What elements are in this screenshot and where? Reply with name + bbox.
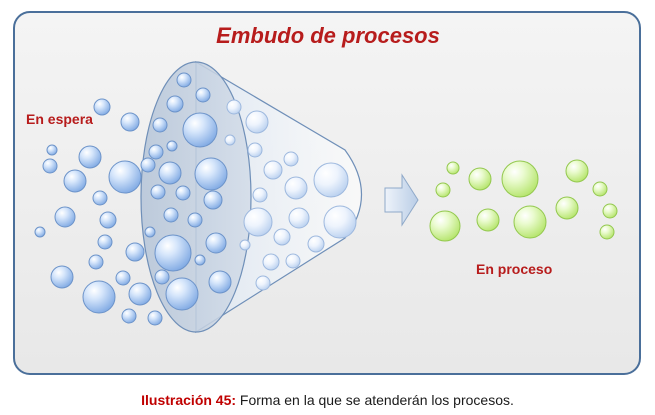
- funnel-inner-bubble: [150, 184, 166, 200]
- right-arrow-icon: [384, 173, 419, 227]
- funnel-bubble: [262, 253, 280, 271]
- processing-bubble: [435, 182, 451, 198]
- processing-bubble: [429, 210, 461, 242]
- waiting-bubble: [147, 310, 163, 326]
- funnel-inner-bubble: [166, 95, 184, 113]
- waiting-bubble: [92, 190, 108, 206]
- waiting-bubble: [46, 144, 58, 156]
- funnel-inner-bubble: [176, 72, 192, 88]
- funnel-bubble: [285, 253, 301, 269]
- processing-bubble: [446, 161, 460, 175]
- funnel-bubble: [247, 142, 263, 158]
- funnel-inner-bubble: [166, 140, 178, 152]
- funnel-inner-bubble: [148, 144, 164, 160]
- funnel-inner-bubble: [194, 254, 206, 266]
- funnel-inner-bubble: [208, 270, 232, 294]
- funnel-inner-bubble: [205, 232, 227, 254]
- waiting-bubble: [99, 211, 117, 229]
- funnel-bubble: [255, 275, 271, 291]
- waiting-bubble: [140, 157, 156, 173]
- diagram-title: Embudo de procesos: [216, 23, 440, 48]
- funnel-bubble: [323, 205, 357, 239]
- caption-label: Ilustración 45:: [141, 392, 237, 408]
- funnel-inner-bubble: [182, 112, 218, 148]
- funnel-inner-bubble: [154, 234, 192, 272]
- funnel-bubble: [243, 207, 273, 237]
- waiting-bubbles: [34, 98, 168, 326]
- inner-bubbles: [144, 72, 232, 311]
- waiting-bubble: [78, 145, 102, 169]
- funnel-bubble: [288, 207, 310, 229]
- processing-bubble: [602, 203, 618, 219]
- processing-bubble: [565, 159, 589, 183]
- processing-bubble: [555, 196, 579, 220]
- funnel-bubble: [239, 239, 251, 251]
- funnel-bubble: [307, 235, 325, 253]
- figure-caption: Ilustración 45: Forma en la que se atend…: [0, 392, 655, 408]
- waiting-bubble: [50, 265, 74, 289]
- funnel-diagram: Embudo de procesos En espera En proceso: [13, 11, 641, 375]
- processing-bubble: [501, 160, 539, 198]
- funnel-bubble: [284, 176, 308, 200]
- processing-bubble: [476, 208, 500, 232]
- processing-bubble: [592, 181, 608, 197]
- waiting-bubble: [152, 117, 168, 133]
- waiting-bubble: [93, 98, 111, 116]
- processing-bubble: [468, 167, 492, 191]
- waiting-bubble: [125, 242, 145, 262]
- funnel-inner-bubble: [195, 87, 211, 103]
- waiting-bubble: [115, 270, 131, 286]
- waiting-label: En espera: [26, 111, 93, 127]
- funnel-inner-bubble: [158, 161, 182, 185]
- funnel-inner-bubble: [175, 185, 191, 201]
- waiting-bubble: [63, 169, 87, 193]
- funnel-inner-bubble: [194, 157, 228, 191]
- waiting-bubble: [88, 254, 104, 270]
- funnel-inner-bubble: [187, 212, 203, 228]
- funnel-bubble: [263, 160, 283, 180]
- funnel-bubble: [245, 110, 269, 134]
- funnel-inner-bubble: [163, 207, 179, 223]
- processing-bubble: [599, 224, 615, 240]
- funnel-bubble: [283, 151, 299, 167]
- funnel-bubble: [224, 134, 236, 146]
- processing-label: En proceso: [476, 261, 552, 277]
- funnel-bubble: [273, 228, 291, 246]
- waiting-bubble: [82, 280, 116, 314]
- waiting-bubble: [121, 308, 137, 324]
- funnel-inner-bubble: [203, 190, 223, 210]
- funnel-inner-bubble: [165, 277, 199, 311]
- funnel-bubble: [252, 187, 268, 203]
- waiting-bubble: [120, 112, 140, 132]
- funnel-bubbles: [224, 99, 357, 291]
- waiting-bubble: [42, 158, 58, 174]
- funnel-inner-bubble: [144, 226, 156, 238]
- processing-bubble: [513, 205, 547, 239]
- caption-text: Forma en la que se atenderán los proceso…: [236, 392, 514, 408]
- waiting-bubble: [34, 226, 46, 238]
- waiting-bubble: [128, 282, 152, 306]
- processing-bubbles: [429, 159, 618, 242]
- funnel-bubble: [226, 99, 242, 115]
- funnel-inner-bubble: [154, 269, 170, 285]
- waiting-bubble: [108, 160, 142, 194]
- funnel-bubble: [313, 162, 349, 198]
- waiting-bubble: [54, 206, 76, 228]
- waiting-bubble: [97, 234, 113, 250]
